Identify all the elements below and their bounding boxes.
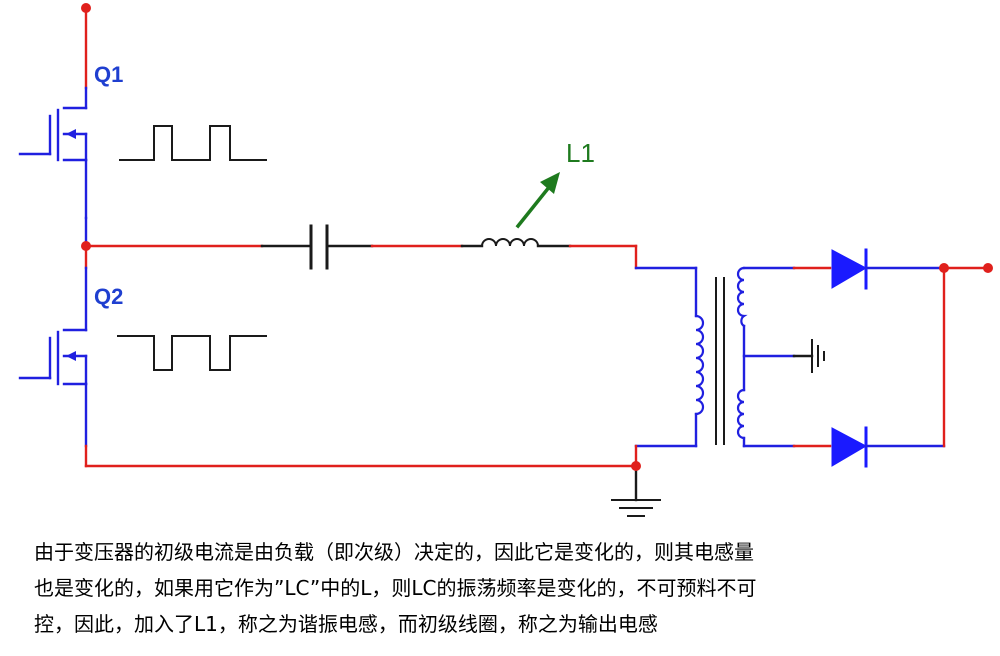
mosfet-q2	[18, 216, 88, 448]
output-diode-upper	[831, 248, 868, 290]
node-primary-return	[631, 461, 641, 471]
transformer-secondary-lower	[736, 388, 746, 440]
label-q1: Q1	[94, 62, 123, 87]
l1-pointer-arrow	[515, 172, 560, 229]
output-diode-lower	[831, 426, 868, 468]
q2-gate-waveform	[117, 335, 267, 371]
half-bridge-llc-schematic: Q1 Q2 L1	[18, 3, 993, 517]
primary-ground-symbol	[611, 499, 661, 517]
secondary-ground-symbol	[811, 339, 825, 373]
mosfet-q1	[18, 6, 88, 220]
node-output-junction	[939, 263, 949, 273]
transformer-primary-winding	[694, 314, 705, 416]
transformer-secondary-upper	[736, 266, 748, 328]
caption-line: 控，因此，加入了L1，称之为谐振电感，而初级线圈，称之为输出电感	[34, 612, 658, 636]
resonant-capacitor	[309, 224, 329, 270]
resonant-inductor-l1	[480, 238, 540, 248]
label-q2: Q2	[94, 284, 123, 309]
q1-gate-waveform	[119, 125, 267, 161]
label-l1: L1	[566, 138, 595, 168]
node-midpoint	[81, 241, 91, 251]
caption-line: 也是变化的，如果用它作为”LC”中的L，则LC的振荡频率是变化的，不可预料不可	[34, 576, 757, 600]
caption-line: 由于变压器的初级电流是由负载（即次级）决定的，因此它是变化的，则其电感量	[34, 540, 754, 564]
node-output-terminal	[983, 263, 993, 273]
caption-paragraph: 由于变压器的初级电流是由负载（即次级）决定的，因此它是变化的，则其电感量 也是变…	[34, 534, 964, 642]
node-vin	[81, 3, 91, 13]
